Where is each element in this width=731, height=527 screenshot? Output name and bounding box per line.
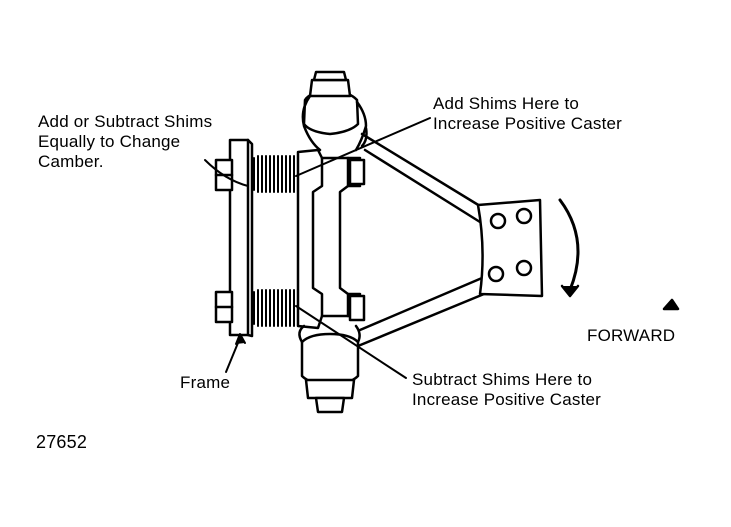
- frame-plate: [228, 138, 254, 338]
- pivot-nut-lower: [348, 294, 366, 322]
- frame-bolt-lower: [214, 290, 234, 324]
- pivot-nut-upper: [348, 158, 366, 186]
- figure-number: 27652: [36, 432, 88, 452]
- leader-camber: [204, 159, 249, 187]
- ball-joint-bracket: [476, 198, 544, 298]
- subtract-shims-label: Subtract Shims Here to Increase Positive…: [412, 370, 602, 409]
- camber-label: Add or Subtract Shims Equally to Change …: [38, 112, 213, 171]
- pivot-shaft: [296, 148, 362, 330]
- leader-subtract-shims: [295, 305, 407, 379]
- upper-bushing: [301, 70, 368, 152]
- forward-dot-icon: [662, 298, 680, 311]
- lower-shim-pack: [253, 289, 295, 327]
- add-shims-label: Add Shims Here to Increase Positive Cast…: [433, 94, 623, 133]
- leader-frame: [225, 333, 246, 373]
- forward-arrow: [558, 198, 580, 298]
- leader-add-shims: [295, 117, 431, 177]
- control-arm: [356, 126, 486, 348]
- lower-bushing: [298, 324, 361, 414]
- frame-label: Frame: [180, 373, 231, 392]
- forward-label: FORWARD: [587, 326, 676, 345]
- upper-shim-pack: [253, 155, 295, 193]
